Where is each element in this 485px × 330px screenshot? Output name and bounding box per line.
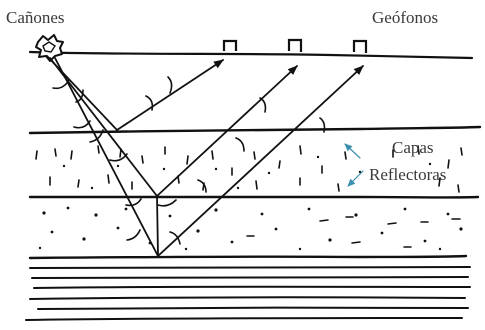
geophone-icon [354, 41, 366, 53]
stratified-layers [26, 267, 470, 320]
ground-surface-line [30, 52, 472, 58]
explosion-star-icon [36, 35, 63, 61]
pointer-arrow-lower [348, 171, 363, 186]
layers-label-line1: Capas [392, 139, 434, 156]
geophone-icon [224, 41, 236, 51]
layer-2-dashes [247, 217, 460, 247]
receivers-label: Geófonos [372, 9, 438, 26]
reflected-ray-1 [117, 60, 223, 130]
wavefront-arcs [53, 77, 325, 244]
reflected-ray-3 [158, 66, 363, 256]
layer-2-texture [39, 207, 463, 251]
geophone-icon [289, 40, 301, 52]
seismic-rays [47, 56, 363, 256]
pointer-arrows [345, 144, 363, 186]
reflector-boundary-3 [30, 256, 466, 258]
source-label: Cañones [6, 9, 65, 26]
pointer-arrow-upper [345, 144, 360, 158]
layers-label-line2: Reflectoras [369, 166, 446, 183]
reflector-boundary-1 [30, 127, 480, 133]
